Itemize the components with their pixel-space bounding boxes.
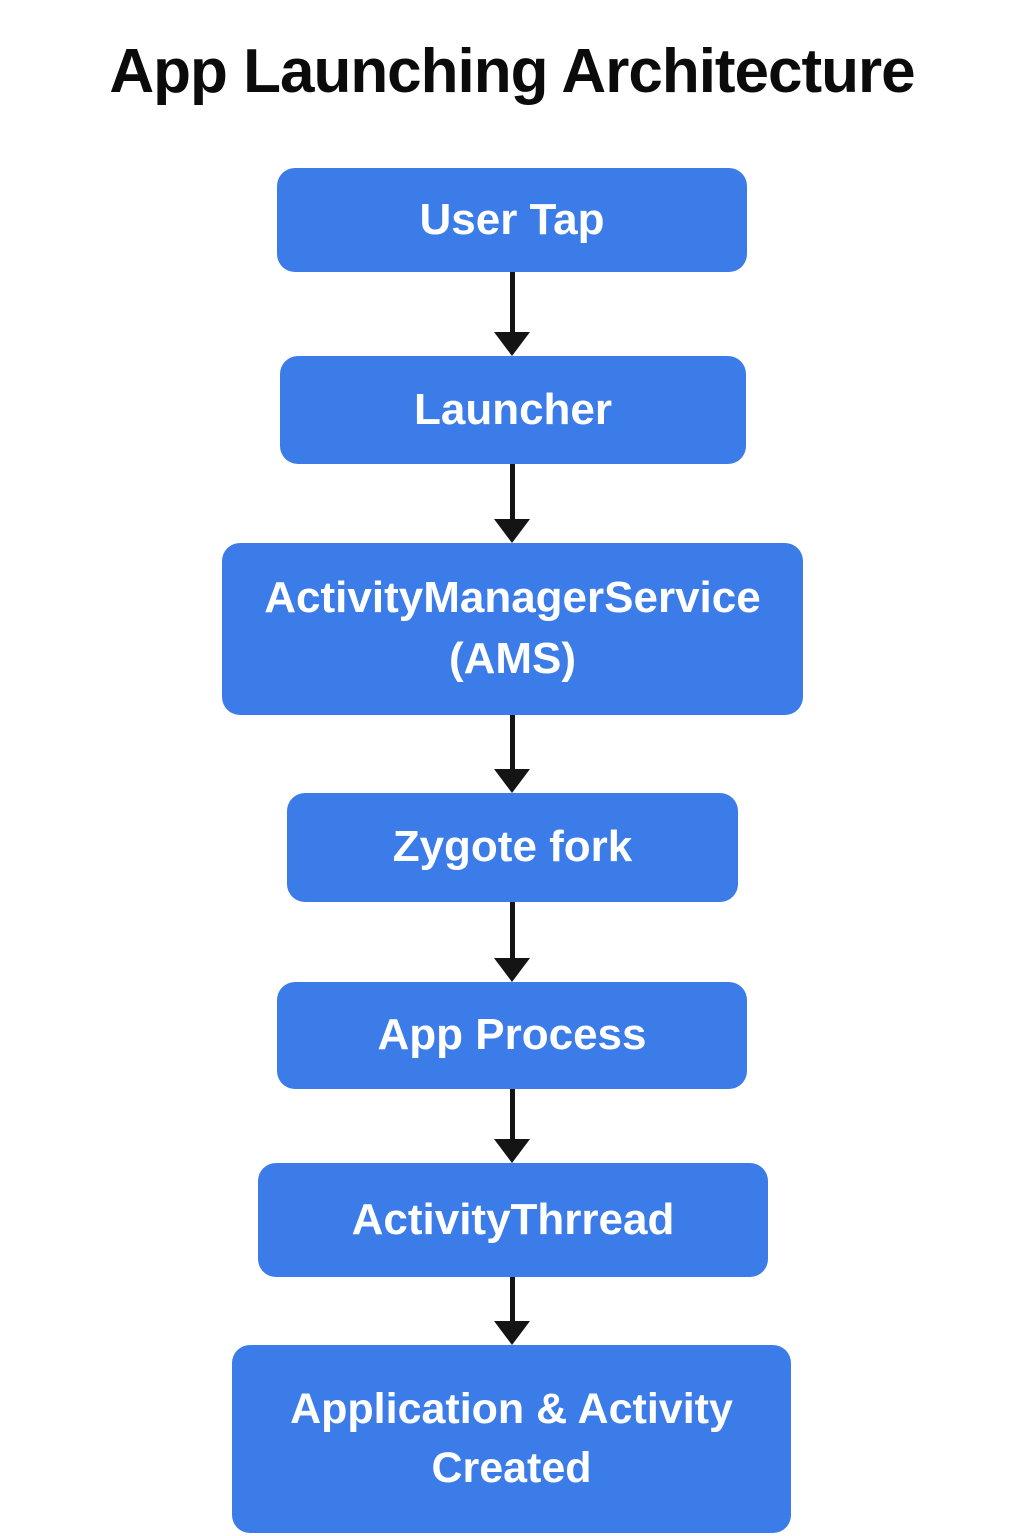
flow-node-zygote-fork: Zygote fork (287, 793, 738, 902)
arrow-head-icon (494, 332, 530, 356)
arrow-head-icon (494, 519, 530, 543)
arrow-head-icon (494, 1139, 530, 1163)
diagram-title: App Launching Architecture (109, 37, 915, 106)
arrow-head-icon (494, 1321, 530, 1345)
flow-node-label-line: Application & Activity (290, 1384, 733, 1433)
flow-arrow-down (494, 464, 530, 543)
flow-arrow-down (494, 272, 530, 356)
flow-arrow-down (494, 902, 530, 982)
flow-node-label: ActivityThrread (351, 1194, 675, 1244)
arrow-head-icon (494, 769, 530, 793)
flow-arrow-down (494, 1277, 530, 1345)
arrow-shaft (509, 464, 515, 519)
flow-arrow-down (494, 1089, 530, 1163)
flow-node-user-tap: User Tap (277, 168, 747, 272)
flow-node-activity-manager-service: ActivityManagerService (AMS) (222, 543, 803, 715)
flow-node-label-line: (AMS) (448, 634, 577, 683)
flow-node-label: Launcher (413, 384, 613, 434)
flow-arrow-down (494, 715, 530, 793)
arrow-shaft (509, 1277, 515, 1321)
flow-node-label: App Process (377, 1010, 647, 1060)
flow-node-application-activity-created: Application & Activity Created (232, 1345, 791, 1533)
flow-node-activity-thread: ActivityThrread (258, 1163, 768, 1277)
arrow-shaft (509, 272, 515, 332)
flow-node-app-process: App Process (277, 982, 747, 1089)
flow-node-label-line: ActivityManagerService (264, 573, 761, 623)
flow-node-label: Zygote fork (392, 822, 633, 872)
arrow-shaft (509, 715, 515, 769)
flow-node-label: User Tap (419, 194, 605, 244)
flow-node-launcher: Launcher (280, 356, 746, 464)
arrow-shaft (509, 902, 515, 958)
arrow-shaft (509, 1089, 515, 1139)
arrow-head-icon (494, 958, 530, 982)
flow-node-label-line: Created (431, 1444, 592, 1492)
